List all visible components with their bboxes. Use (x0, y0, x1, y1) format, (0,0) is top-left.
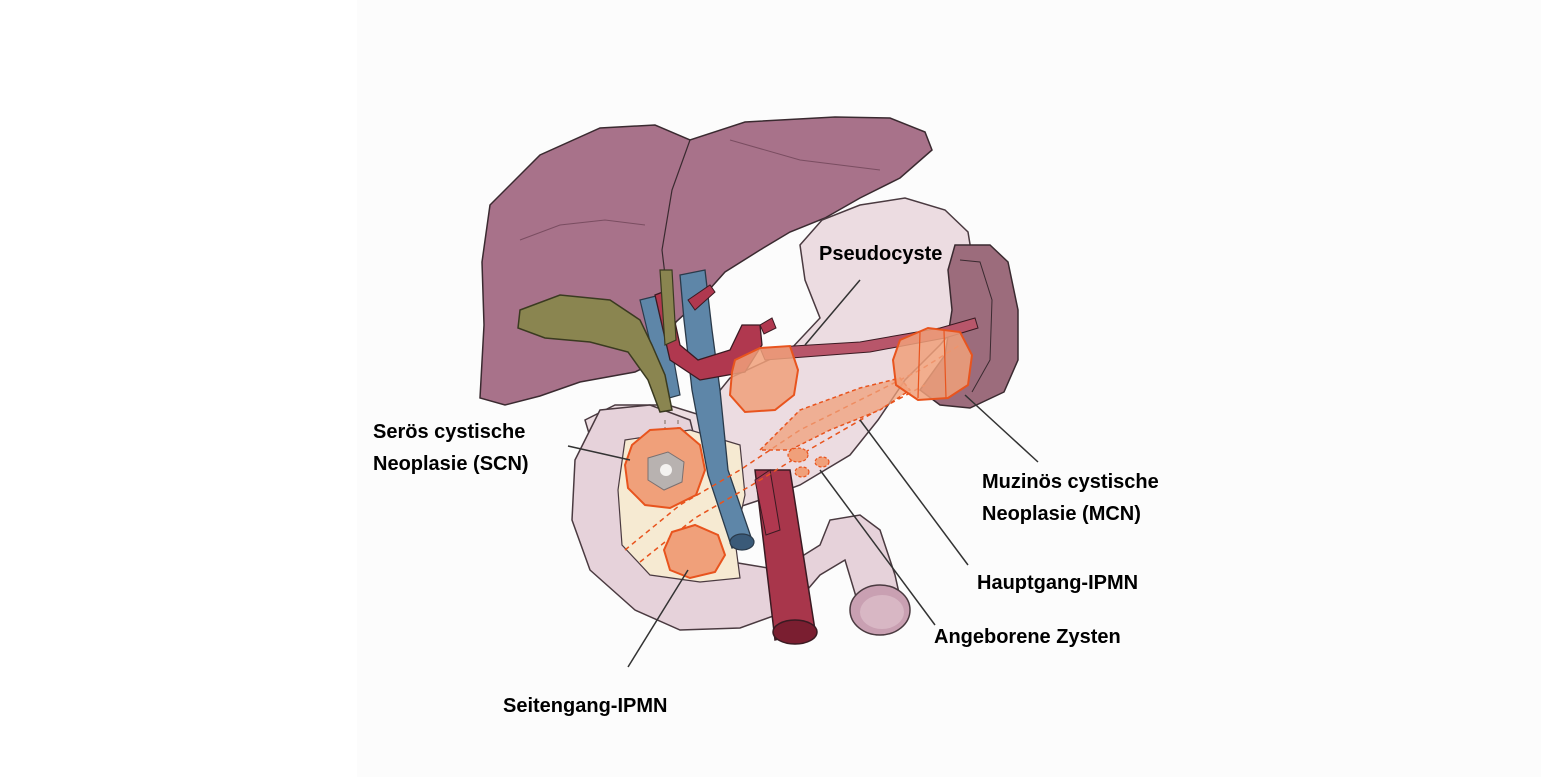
hepatic-arteries (654, 284, 979, 381)
label-mcn-line1: Muzinös cystische (982, 471, 1159, 493)
label-mcn-line2: Neoplasie (MCN) (982, 503, 1141, 525)
leader-seitengang (627, 569, 689, 668)
pseudocyst (728, 344, 800, 414)
label-seitengang: Seitengang-IPMN (503, 695, 668, 717)
leader-pseudocyste (804, 279, 861, 346)
veins (639, 269, 781, 551)
label-hauptgang: Hauptgang-IPMN (977, 572, 1139, 594)
label-scn-line1: Serös cystische (373, 421, 526, 443)
mucinous-cyst (891, 326, 974, 402)
congenital-cysts (787, 447, 830, 478)
leader-scn (567, 445, 631, 461)
label-pseudocyste: Pseudocyste (819, 243, 943, 265)
gallbladder (517, 269, 677, 413)
label-angeborene: Angeborene Zysten (934, 626, 1121, 648)
serous-cyst (623, 426, 707, 510)
leader-mcn (964, 394, 1039, 463)
leader-lines (567, 279, 1039, 668)
side-branch-ipmn (662, 523, 727, 580)
label-scn-line2: Neoplasie (SCN) (373, 453, 529, 475)
leader-hauptgang (859, 419, 969, 566)
leader-angeborene (819, 469, 936, 626)
